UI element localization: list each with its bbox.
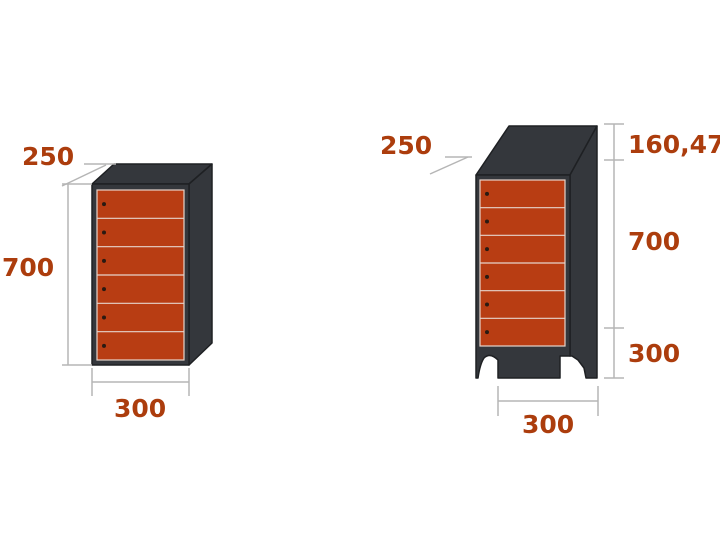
- left-width-label: 300: [114, 394, 166, 423]
- right-top-label: 160,47: [628, 130, 720, 159]
- right-cabinet-doors: [479, 179, 566, 347]
- right-cabinet-door-keyhole-icon: [485, 302, 489, 307]
- right-cabinet-door-keyhole-icon: [485, 191, 489, 196]
- right-base-label: 300: [628, 339, 680, 368]
- left-cabinet-door-keyhole-icon: [102, 230, 106, 235]
- right-cabinet-door-keyhole-icon: [485, 330, 489, 335]
- right-width-label: 300: [522, 410, 574, 439]
- right-height-label: 700: [628, 227, 680, 256]
- left-depth-dim-line: [61, 164, 107, 187]
- right-cabinet-door-keyhole-icon: [485, 274, 489, 279]
- left-cabinet-side-face: [188, 163, 213, 366]
- left-depth-label: 250: [22, 142, 74, 171]
- left-cabinet-door-keyhole-icon: [102, 202, 106, 207]
- left-height-label: 700: [2, 253, 54, 282]
- right-dimensions: 250 160,47 700 300 300: [380, 123, 720, 439]
- left-cabinet-door-keyhole-icon: [102, 258, 106, 263]
- right-depth-dim-line: [429, 156, 469, 175]
- left-cabinet-doors: [96, 189, 185, 361]
- left-cabinet: [91, 163, 213, 366]
- left-cabinet-door-keyhole-icon: [102, 287, 106, 292]
- right-cabinet-door-keyhole-icon: [485, 247, 489, 252]
- right-cabinet-door-keyhole-icon: [485, 219, 489, 224]
- left-dimensions: 250 700 300: [2, 142, 190, 423]
- right-depth-label: 250: [380, 131, 432, 160]
- left-cabinet-door-keyhole-icon: [102, 343, 106, 348]
- right-cabinet: [475, 125, 598, 379]
- left-cabinet-door-keyhole-icon: [102, 315, 106, 320]
